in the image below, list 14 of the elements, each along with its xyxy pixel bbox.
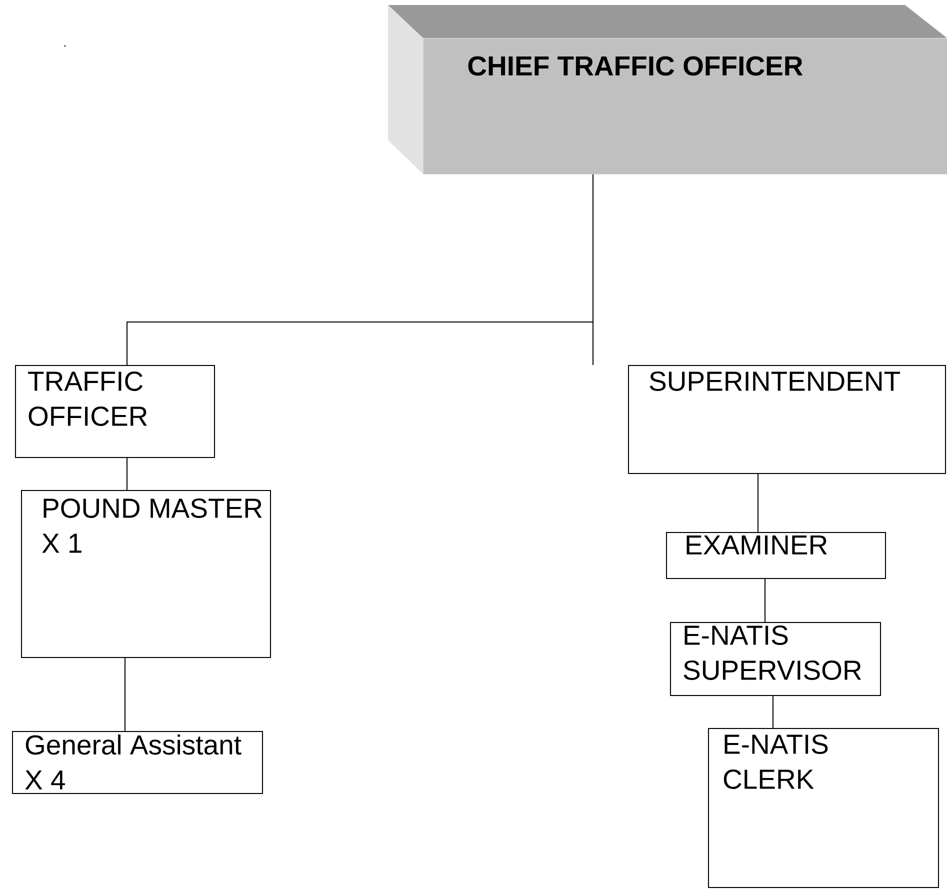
officer-block: CHIEF TRAFFIC OFFICER — [388, 5, 947, 174]
connector-line — [772, 696, 774, 728]
role-box: E-NATIS CLERK — [708, 728, 939, 888]
stray-dot: . — [64, 45, 66, 47]
role-box: POUND MASTER X 1 — [21, 490, 271, 658]
connector-line — [764, 578, 766, 622]
role-box: General Assistant X 4 — [12, 731, 263, 794]
connector-line — [126, 458, 128, 490]
connector-line — [592, 174, 594, 366]
role-box: E-NATIS SUPERVISOR — [670, 622, 881, 696]
role-box: TRAFFIC OFFICER — [15, 365, 215, 458]
role-box: EXAMINER — [666, 532, 886, 579]
role-box: SUPERINTENDENT — [628, 365, 946, 474]
connector-line — [124, 658, 126, 732]
